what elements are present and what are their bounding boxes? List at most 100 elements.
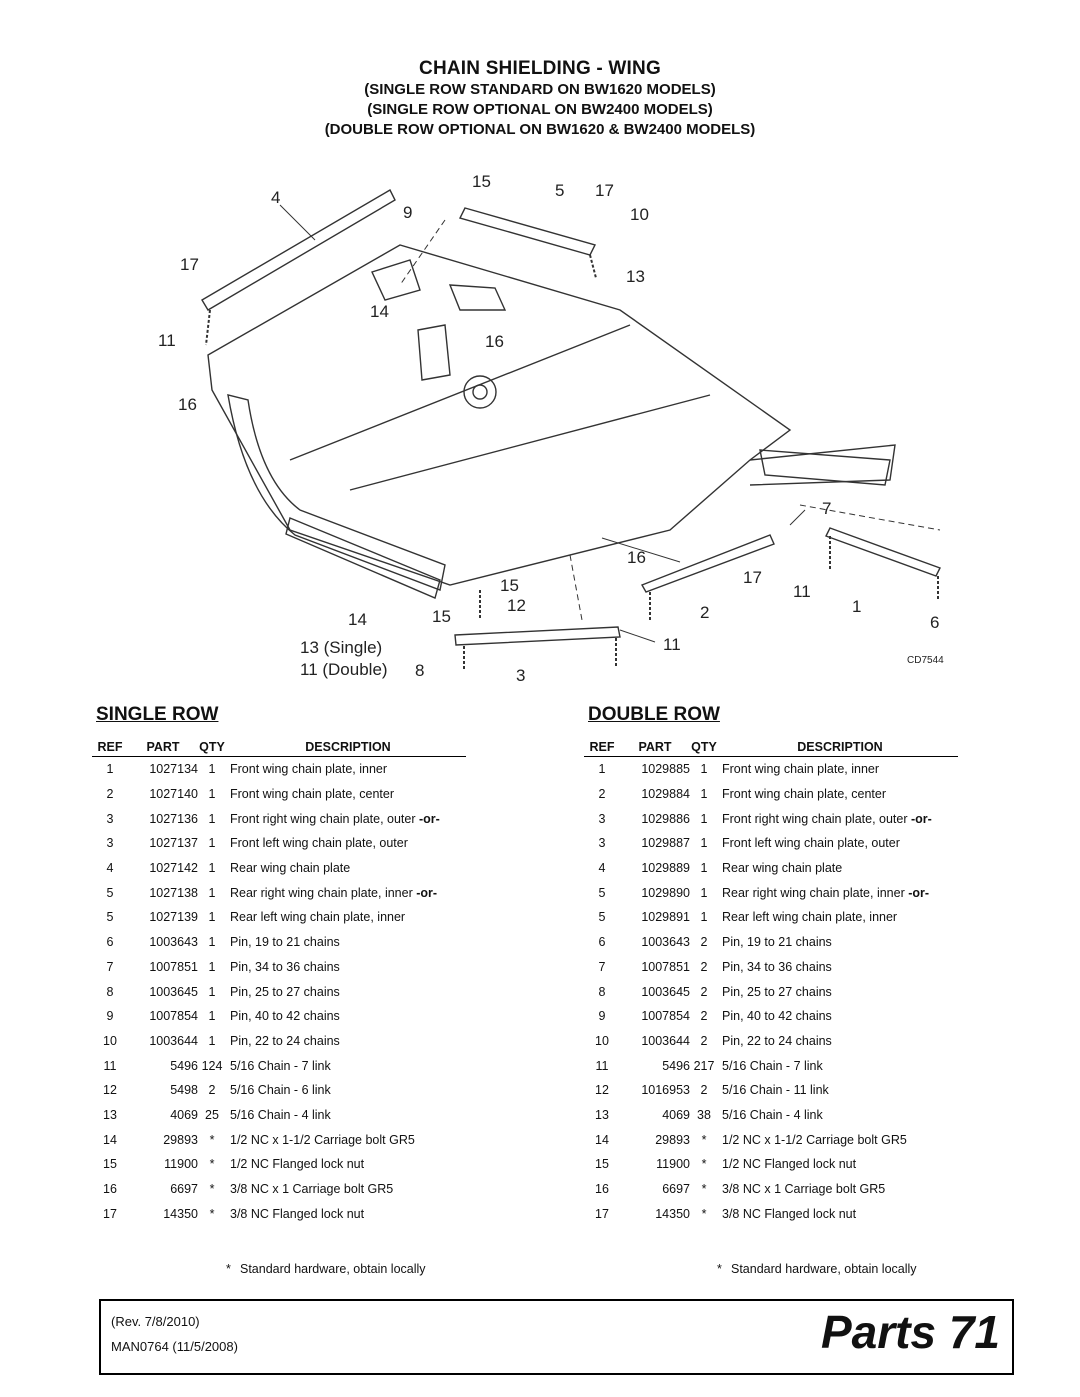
cell-qty: * (701, 1206, 707, 1221)
cell-part: 14350 (655, 1206, 690, 1221)
double-row-title: DOUBLE ROW (588, 704, 720, 725)
cell-description: Pin, 40 to 42 chains (722, 1009, 832, 1024)
cell-ref: 17 (595, 1206, 609, 1221)
cell-part: 1027140 (149, 787, 198, 802)
cell-part: 4069 (170, 1107, 198, 1122)
cell-part: 5496 (170, 1058, 198, 1073)
callout: 17 (595, 181, 614, 200)
cell-qty: * (209, 1132, 215, 1147)
callout: 4 (271, 188, 280, 207)
cell-description: Pin, 40 to 42 chains (230, 1009, 340, 1024)
cell-part: 1027136 (149, 811, 198, 826)
or-marker: -or- (908, 885, 930, 900)
page-header: CHAIN SHIELDING - WING (SINGLE ROW STAND… (0, 58, 1080, 140)
cell-part: 1003644 (641, 1033, 690, 1048)
cell-qty: 2 (700, 959, 708, 974)
cell-part: 1007851 (149, 959, 198, 974)
callout: 11 (663, 635, 681, 654)
cell-part: 1027134 (149, 762, 198, 777)
footnote-mark: * (717, 1262, 722, 1276)
chain (205, 309, 211, 346)
callout: 3 (516, 666, 525, 685)
page-title: CHAIN SHIELDING - WING (419, 58, 661, 79)
cell-part: 1003643 (149, 935, 198, 950)
cell-qty: * (209, 1182, 215, 1197)
cell-qty: 1 (700, 861, 708, 876)
cell-ref: 17 (103, 1206, 117, 1221)
callout: 15 (500, 576, 519, 595)
cell-ref: 4 (106, 861, 114, 876)
cell-description: 1/2 NC Flanged lock nut (722, 1157, 857, 1172)
cell-part: 1027139 (149, 910, 198, 925)
footnote-text: Standard hardware, obtain locally (731, 1262, 917, 1276)
cell-part: 1029887 (641, 836, 690, 851)
cell-description: Pin, 34 to 36 chains (230, 959, 340, 974)
cell-qty: 1 (208, 935, 216, 950)
cell-part: 1029886 (641, 811, 690, 826)
bracket-16a (448, 284, 507, 311)
cell-description: 1/2 NC Flanged lock nut (230, 1157, 365, 1172)
tailwheel-arm (759, 449, 891, 486)
cell-description: Front right wing chain plate, outer -or- (722, 811, 932, 826)
cell-part: 1003644 (149, 1033, 198, 1048)
legend-double: 11 (Double) (300, 660, 388, 679)
cell-ref: 6 (106, 935, 114, 950)
cell-description: Front right wing chain plate, outer -or- (230, 811, 440, 826)
cell-ref: 6 (598, 935, 606, 950)
cell-ref: 11 (595, 1058, 609, 1073)
plate-4 (201, 189, 396, 311)
center-hub (463, 375, 497, 409)
footer-box (99, 1299, 1014, 1375)
cell-description: Pin, 22 to 24 chains (230, 1033, 340, 1048)
cell-qty: 1 (700, 787, 708, 802)
callout: 2 (700, 603, 709, 622)
callout: 17 (180, 255, 199, 274)
cell-ref: 3 (598, 836, 606, 851)
cell-ref: 7 (598, 959, 606, 974)
cell-description: Rear right wing chain plate, inner -or- (722, 885, 930, 900)
cell-part: 1016953 (641, 1083, 690, 1098)
page-number-label: Parts 71 (820, 1306, 1000, 1358)
cell-description: Rear left wing chain plate, inner (722, 910, 898, 925)
cell-description: Front wing chain plate, inner (230, 762, 388, 777)
cell-qty: 1 (208, 1033, 216, 1048)
cell-part: 1029890 (641, 885, 690, 900)
cell-qty: 2 (208, 1083, 216, 1098)
double-row-section: DOUBLE ROW (588, 703, 1058, 727)
cell-part: 4069 (662, 1107, 690, 1122)
col-description: DESCRIPTION (226, 738, 466, 757)
cell-qty: 2 (700, 1009, 708, 1024)
cell-part: 11900 (656, 1157, 690, 1172)
cell-part: 11900 (164, 1157, 198, 1172)
cell-ref: 3 (598, 811, 606, 826)
cell-description: Rear wing chain plate (230, 861, 351, 876)
cell-ref: 14 (595, 1132, 609, 1147)
deck-seam-2 (349, 394, 711, 491)
side-shield (285, 517, 441, 599)
col-ref: REF (92, 738, 128, 757)
or-marker: -or- (416, 885, 438, 900)
cell-description: 5/16 Chain - 7 link (230, 1058, 331, 1073)
cell-ref: 15 (595, 1157, 609, 1172)
cell-ref: 8 (598, 984, 606, 999)
cell-qty: 1 (208, 885, 216, 900)
cell-qty: 38 (697, 1107, 711, 1122)
table-header-row: REF PART QTY DESCRIPTION (584, 738, 958, 757)
plate-2 (640, 534, 775, 593)
cell-qty: 1 (700, 910, 708, 925)
